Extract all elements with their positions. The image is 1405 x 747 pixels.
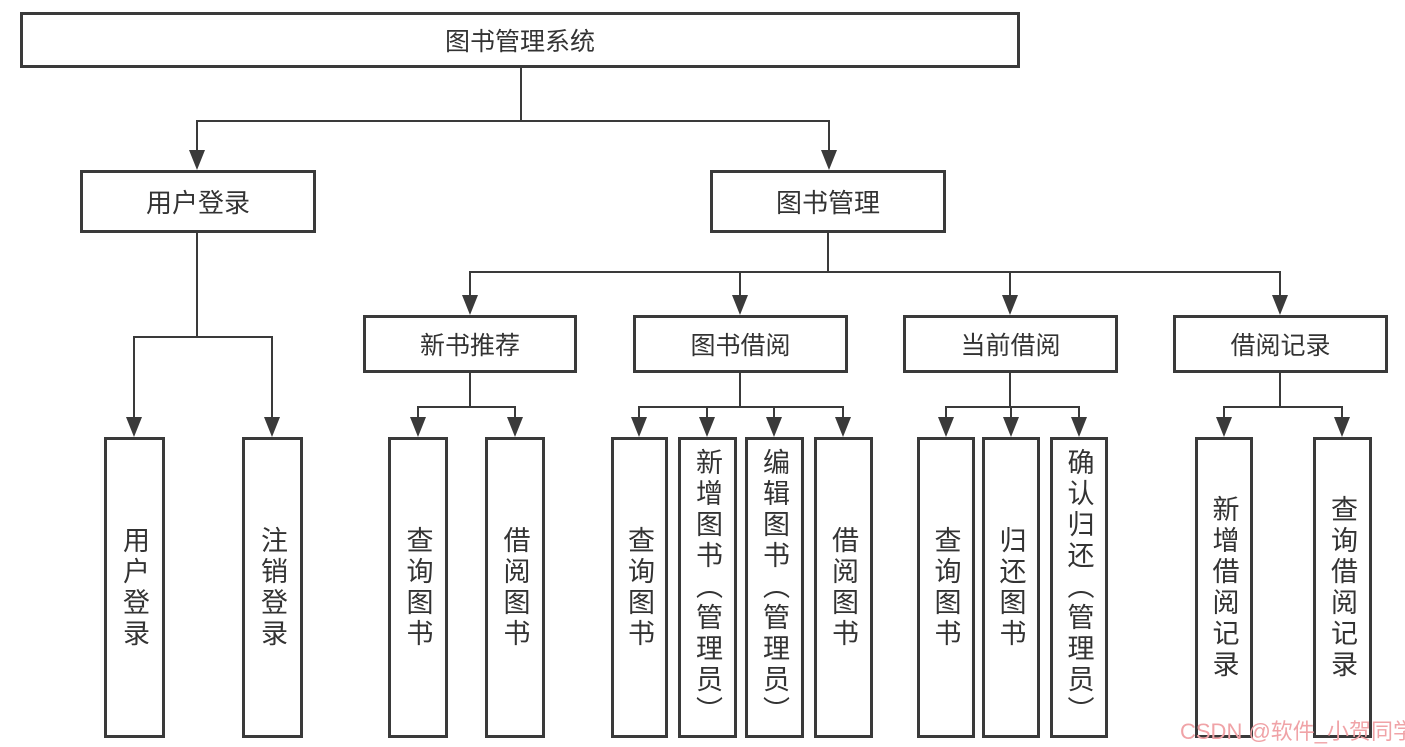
connector-drop [514, 406, 516, 419]
arrow-down-icon [189, 150, 205, 170]
connector-current-borrow-stem [1009, 373, 1011, 406]
node-label: 图书管理 [775, 188, 880, 218]
leaf-borrow-books: 借阅图书 [814, 437, 873, 738]
connector-drop [1010, 406, 1012, 419]
leaf-user-login: 用户登录 [104, 437, 165, 738]
arrow-down-icon [1002, 295, 1018, 315]
node-label: 归还图书 [995, 525, 1026, 650]
leaf-return-books: 归还图书 [982, 437, 1040, 738]
node-label: 查询借阅记录 [1327, 494, 1357, 681]
connector-borrow-records-stem [1279, 373, 1281, 406]
connector-user-login-bar [133, 336, 273, 338]
connector-drop [706, 406, 708, 419]
connector-book-mgmt-bar [469, 271, 1281, 273]
node-library-system: 图书管理系统 [20, 12, 1020, 68]
node-label: 图书管理系统 [444, 28, 595, 56]
connector-drop [417, 406, 419, 419]
leaf-add-books-admin: 新增图书（管理员） [678, 437, 737, 738]
arrow-down-icon [1272, 295, 1288, 315]
node-label: 用户登录 [145, 188, 250, 218]
node-label: 编辑图书（管理员） [759, 448, 789, 727]
leaf-borrow-books: 借阅图书 [485, 437, 545, 738]
node-label: 查询图书 [930, 525, 961, 650]
leaf-edit-books-admin: 编辑图书（管理员） [745, 437, 804, 738]
arrow-down-icon [1071, 417, 1087, 437]
connector-book-mgmt-stem [827, 233, 829, 273]
connector-drop-login [133, 336, 135, 419]
node-new-books: 新书推荐 [363, 315, 577, 373]
node-label: 新增图书（管理员） [692, 448, 722, 727]
node-user-login: 用户登录 [80, 170, 316, 233]
node-label: 新增借阅记录 [1208, 494, 1239, 681]
arrow-down-icon [631, 417, 647, 437]
leaf-query-books: 查询图书 [917, 437, 975, 738]
node-label: 图书借阅 [690, 332, 791, 360]
node-label: 注销登录 [257, 525, 287, 650]
node-label: 当前借阅 [960, 332, 1061, 360]
arrow-down-icon [264, 417, 280, 437]
connector-root-stem [520, 68, 522, 120]
arrow-down-icon [821, 150, 837, 170]
arrow-down-icon [1003, 417, 1019, 437]
node-label: 查询图书 [624, 525, 654, 650]
csdn-watermark: CSDN @软件_小贺同学 [1180, 719, 1405, 744]
arrow-down-icon [126, 417, 142, 437]
connector-drop [945, 406, 947, 419]
arrow-down-icon [835, 417, 851, 437]
connector-current-borrow-bar [945, 406, 1080, 408]
node-label: 借阅图书 [828, 525, 858, 650]
connector-drop-current-borrow [1009, 271, 1011, 297]
connector-book-borrow-stem [739, 373, 741, 406]
connector-drop [1223, 406, 1225, 419]
arrow-down-icon [938, 417, 954, 437]
connector-drop-user-login [196, 120, 198, 152]
arrow-down-icon [507, 417, 523, 437]
connector-drop-book-borrow [739, 271, 741, 297]
leaf-query-books: 查询图书 [388, 437, 448, 738]
connector-new-books-stem [469, 373, 471, 406]
arrow-down-icon [410, 417, 426, 437]
connector-drop-logout [271, 336, 273, 419]
connector-new-books-bar [417, 406, 516, 408]
connector-drop-new-books [469, 271, 471, 297]
arrow-down-icon [699, 417, 715, 437]
connector-drop-book-management [828, 120, 830, 152]
node-label: 借阅图书 [499, 525, 530, 650]
connector-drop [638, 406, 640, 419]
leaf-logout: 注销登录 [242, 437, 303, 738]
connector-drop-borrow-records [1279, 271, 1281, 297]
arrow-down-icon [766, 417, 782, 437]
node-label: 新书推荐 [419, 332, 520, 360]
arrow-down-icon [462, 295, 478, 315]
connector-root-bar [196, 120, 830, 122]
node-label: 确认归还（管理员） [1063, 448, 1094, 727]
node-label: 借阅记录 [1230, 332, 1331, 360]
connector-book-borrow-bar [638, 406, 844, 408]
connector-drop [1078, 406, 1080, 419]
arrow-down-icon [1334, 417, 1350, 437]
connector-drop [842, 406, 844, 419]
arrow-down-icon [1216, 417, 1232, 437]
leaf-query-books: 查询图书 [611, 437, 668, 738]
connector-user-login-stem [196, 233, 198, 336]
node-book-management: 图书管理 [710, 170, 946, 233]
node-book-borrow: 图书借阅 [633, 315, 848, 373]
connector-drop [773, 406, 775, 419]
connector-drop [1341, 406, 1343, 419]
arrow-down-icon [732, 295, 748, 315]
leaf-query-borrow-record: 查询借阅记录 [1313, 437, 1372, 738]
node-borrow-records: 借阅记录 [1173, 315, 1388, 373]
node-label: 用户登录 [119, 525, 149, 650]
node-label: 查询图书 [402, 525, 433, 650]
leaf-confirm-return-admin: 确认归还（管理员） [1050, 437, 1108, 738]
node-current-borrow: 当前借阅 [903, 315, 1118, 373]
leaf-add-borrow-record: 新增借阅记录 [1195, 437, 1253, 738]
connector-borrow-records-bar [1223, 406, 1343, 408]
